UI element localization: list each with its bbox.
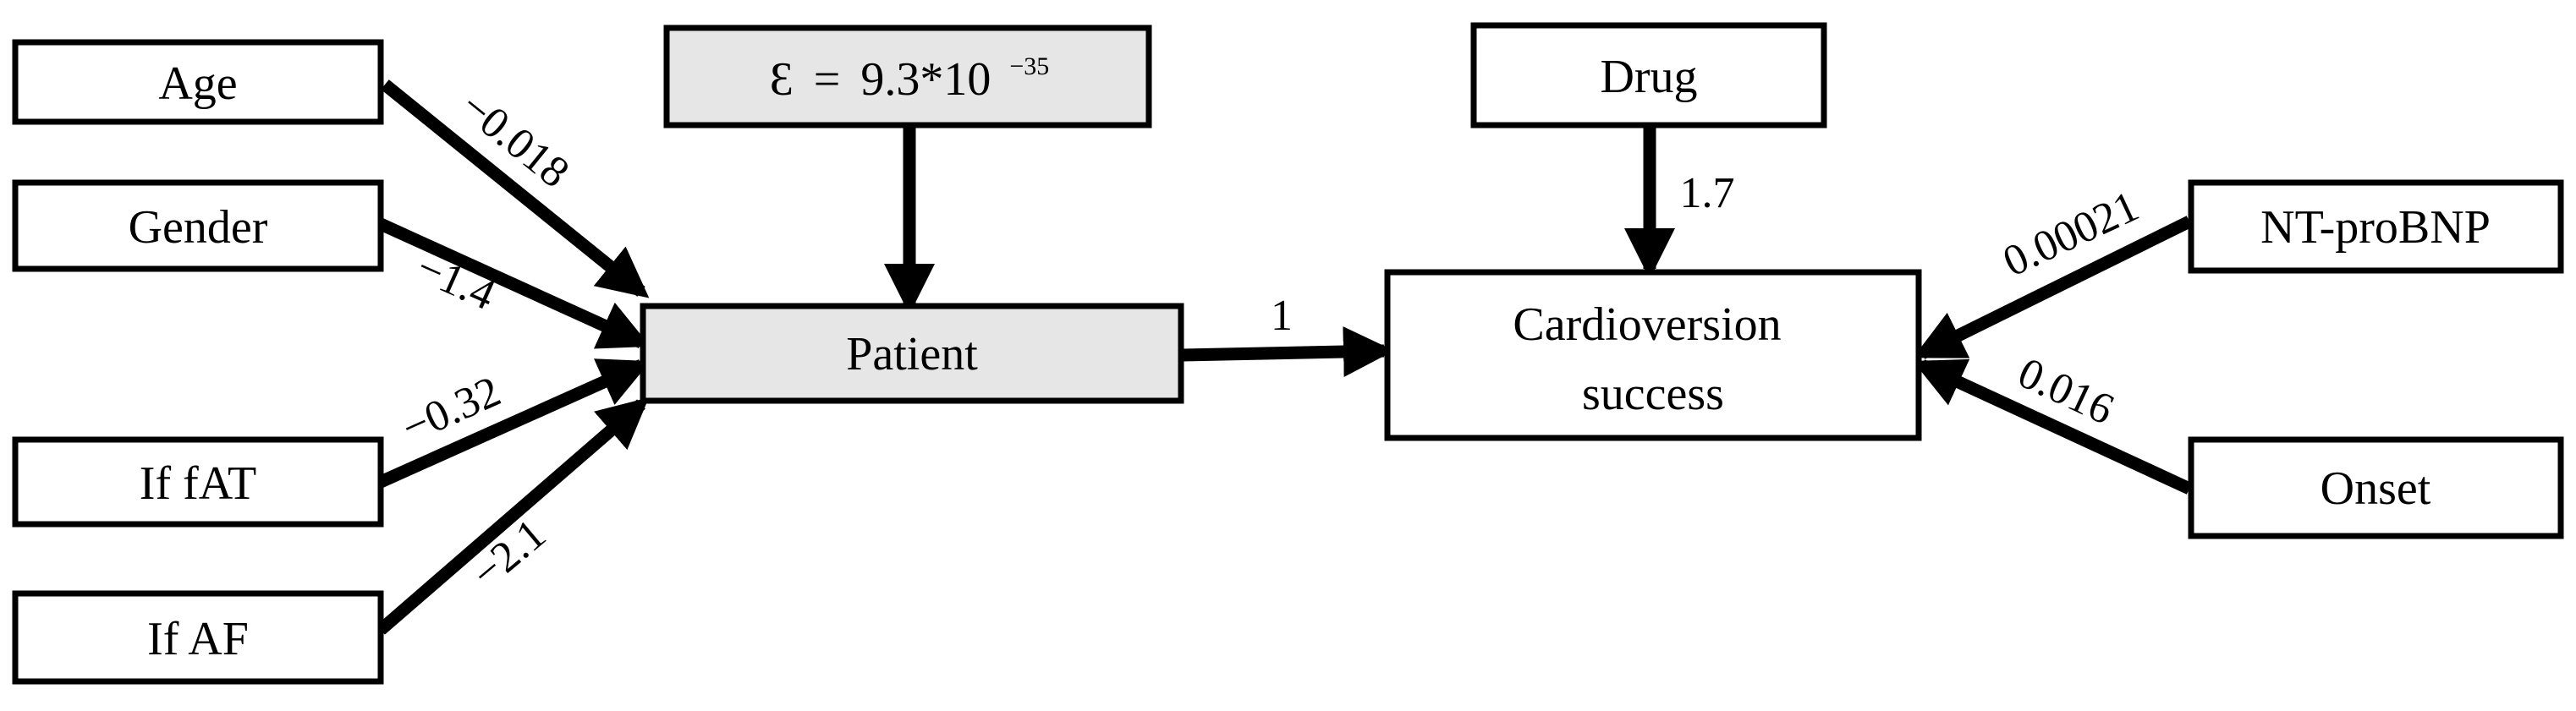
node-if-af-label: If AF — [147, 613, 249, 665]
edge-label-if-af: −2.1 — [463, 510, 555, 598]
node-outcome-line2: success — [1582, 368, 1724, 420]
edge-label-onset: 0.016 — [2011, 348, 2121, 434]
node-age: Age — [12, 39, 384, 125]
node-patient: Patient — [640, 303, 1184, 404]
node-outcome-line1: Cardioversion — [1513, 298, 1781, 351]
edge-if-af-patient — [376, 397, 650, 635]
node-drug-label: Drug — [1600, 51, 1697, 103]
edge-patient-outcome — [1182, 326, 1394, 378]
node-patient-label: Patient — [846, 328, 978, 380]
node-age-label: Age — [158, 57, 237, 110]
node-epsilon: Ɛ = 9.3*10 −35 — [663, 25, 1152, 129]
node-nt-probnp-label: NT-proBNP — [2260, 201, 2491, 254]
node-drug: Drug — [1470, 22, 1827, 129]
node-onset: Onset — [2188, 436, 2564, 539]
node-epsilon-label: Ɛ = 9.3*10 −35 — [770, 52, 1050, 106]
edge-label-gender: −1.4 — [409, 243, 502, 320]
node-outcome-label: Cardioversion success — [1513, 298, 1793, 420]
edge-age-patient — [381, 79, 650, 298]
node-if-fat: If fAT — [12, 436, 384, 528]
epsilon-symbol: Ɛ — [770, 53, 794, 106]
edge-ntprobnp-outcome — [1913, 216, 2193, 359]
epsilon-exponent: −35 — [1009, 52, 1049, 80]
epsilon-base: 9.3*10 — [860, 53, 991, 106]
epsilon-equals: = — [814, 53, 841, 106]
edges — [376, 79, 2193, 635]
node-onset-label: Onset — [2321, 462, 2431, 515]
node-if-fat-label: If fAT — [140, 457, 256, 510]
edge-label-ntprobnp: 0.00021 — [1996, 183, 2145, 287]
edge-gender-patient — [377, 218, 651, 349]
edge-onset-outcome — [1913, 358, 2193, 495]
node-gender-label: Gender — [129, 201, 268, 254]
node-gender: Gender — [12, 179, 384, 272]
node-nt-probnp: NT-proBNP — [2188, 179, 2564, 274]
edge-label-if-fat: −0.32 — [395, 367, 508, 452]
node-outcome: Cardioversion success — [1384, 269, 1922, 441]
edge-label-drug: 1.7 — [1680, 169, 1735, 217]
node-if-af: If AF — [12, 590, 384, 685]
edge-label-patient-outcome: 1 — [1271, 292, 1293, 340]
edge-if-fat-patient — [377, 358, 651, 488]
edge-label-age: −0.018 — [452, 82, 579, 197]
